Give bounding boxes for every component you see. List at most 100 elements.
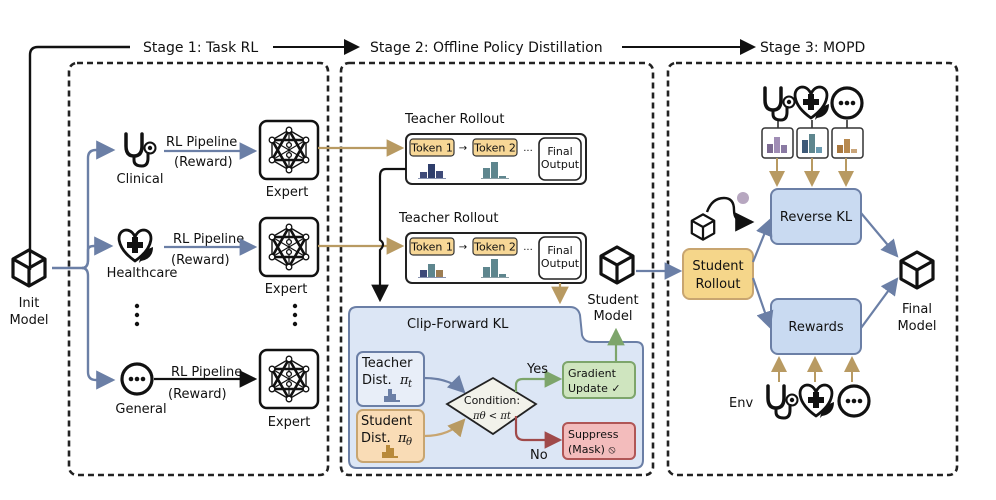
pipeline-label-3-line1: RL Pipeline [171, 365, 242, 380]
token-label: Token 2 [473, 142, 516, 155]
init-to-stage-line [28, 45, 130, 270]
token-arrow: → [459, 242, 467, 253]
final-output-label: Output [541, 257, 580, 270]
final-model-cube-icon [899, 250, 935, 290]
token-distribution-icon [418, 264, 446, 278]
reverse-kl-to-final-arrow [860, 212, 899, 258]
final-output-label: Final [547, 244, 572, 257]
ellipsis-circle-icon [830, 86, 864, 120]
condition-diamond [445, 376, 538, 436]
init-branch-arrows [52, 140, 116, 390]
stage2-label: Stage 2: Offline Policy Distillation [370, 40, 603, 56]
teacher-rollout-title-2: Teacher Rollout [398, 211, 498, 226]
no-arrow [514, 416, 563, 449]
domain-label-general: General [115, 402, 166, 417]
gradient-update-label-1: Gradient [568, 367, 617, 380]
stage1-label: Stage 1: Task RL [143, 40, 258, 56]
stage2-panel [339, 61, 655, 477]
token-arrow: → [459, 143, 467, 154]
student-rollout-box [682, 248, 754, 300]
domain-label-healthcare: Healthcare [107, 266, 178, 281]
teacher-pi-symbol: π [399, 373, 409, 388]
final-output-box [538, 236, 582, 280]
yes-label: Yes [526, 362, 548, 377]
teacher-dist-label-1: Teacher [361, 356, 413, 371]
student-model-label-2: Model [593, 309, 632, 324]
student-dist-label-1: Student [361, 414, 412, 429]
student-pi-symbol: π [397, 431, 407, 446]
gradient-update-box [562, 361, 636, 399]
no-label: No [530, 448, 548, 463]
teacher-pi-subscript: t [408, 379, 413, 390]
rollout-curve-arrow-icon [705, 196, 755, 232]
rollout-to-reverse-kl-arrow [751, 217, 773, 263]
ellipsis-circle-icon [837, 384, 871, 418]
expert-label-1: Expert [266, 185, 309, 200]
token-ellipsis: ... [523, 242, 533, 253]
suppress-label-1: Suppress [568, 428, 619, 441]
rewards-to-final-arrow [860, 277, 899, 329]
student-model-label-1: Student [587, 293, 638, 308]
heart-plus-leaf-icon [798, 383, 836, 420]
domain-label-clinical: Clinical [117, 172, 164, 187]
token-label: Token 2 [473, 241, 516, 254]
student-pi-subscript: θ [406, 437, 412, 448]
stage1-panel [67, 61, 330, 477]
env-label: Env [729, 396, 753, 411]
expert-label-2: Expert [265, 282, 308, 297]
token-label: Token 1 [410, 142, 453, 155]
pipeline-label-2-line2: (Reward) [171, 253, 230, 268]
suppress-label-2: (Mask) ⦸ [568, 443, 616, 456]
token-label: Token 1 [410, 241, 453, 254]
student-rollout-label-2: Rollout [696, 277, 741, 292]
pipeline-label-2-line1: RL Pipeline [173, 232, 244, 247]
reverse-kl-box [770, 188, 862, 245]
heart-plus-leaf-icon [793, 85, 831, 122]
teacher-to-condition-arrow [423, 374, 466, 394]
clinical-distribution-box [761, 127, 794, 159]
rollout-dot-icon [737, 192, 749, 204]
condition-label: Condition: [464, 394, 520, 407]
final-model-label-1: Final [902, 302, 932, 317]
teacher-to-clipkl-arrow [371, 167, 406, 303]
yes-arrow [514, 370, 563, 392]
teacher-distribution-icon [384, 389, 400, 402]
final-output-box [538, 137, 582, 181]
token-chip [409, 237, 455, 256]
ellipsis-circle-icon [120, 362, 154, 396]
stethoscope-icon [766, 384, 800, 420]
vertical-ellipsis-left [134, 303, 140, 327]
pipeline-label-1-line1: RL Pipeline [166, 135, 237, 150]
expert-network-icon [258, 348, 320, 410]
pipeline-label-3-line2: (Reward) [168, 387, 227, 402]
student-to-condition-arrow [423, 418, 466, 438]
clip-forward-kl-title: Clip-Forward KL [407, 317, 509, 332]
expert-label-3: Expert [268, 415, 311, 430]
env-to-rewards-arrows [771, 356, 860, 382]
healthcare-distribution-box [796, 127, 829, 159]
final-output-label: Final [547, 145, 572, 158]
general-distribution-box [831, 127, 864, 159]
stethoscope-icon [763, 86, 797, 122]
token-distribution-icon [481, 259, 509, 278]
stethoscope-icon [124, 132, 158, 168]
stage3-panel [666, 61, 959, 477]
student-model-cube-icon [599, 245, 635, 285]
distribution-to-reverse-kl-arrows [769, 158, 854, 187]
reverse-kl-label: Reverse KL [780, 210, 853, 225]
rewards-label: Rewards [788, 320, 843, 335]
token-chip [472, 237, 518, 256]
student-rollout-label-1: Student [692, 259, 743, 274]
token-chip [409, 138, 455, 157]
init-model-label-1: Init [19, 296, 40, 311]
student-dist-label-2: Dist. [361, 431, 391, 446]
token-chip [472, 138, 518, 157]
rollout-to-rewards-arrow [751, 277, 774, 330]
suppress-box [562, 422, 636, 460]
token-ellipsis: ... [523, 143, 533, 154]
expert-network-icon [258, 119, 320, 181]
stage3-label: Stage 3: MOPD [760, 40, 865, 56]
student-distribution-icon [382, 445, 398, 458]
heart-plus-leaf-icon [117, 228, 155, 265]
